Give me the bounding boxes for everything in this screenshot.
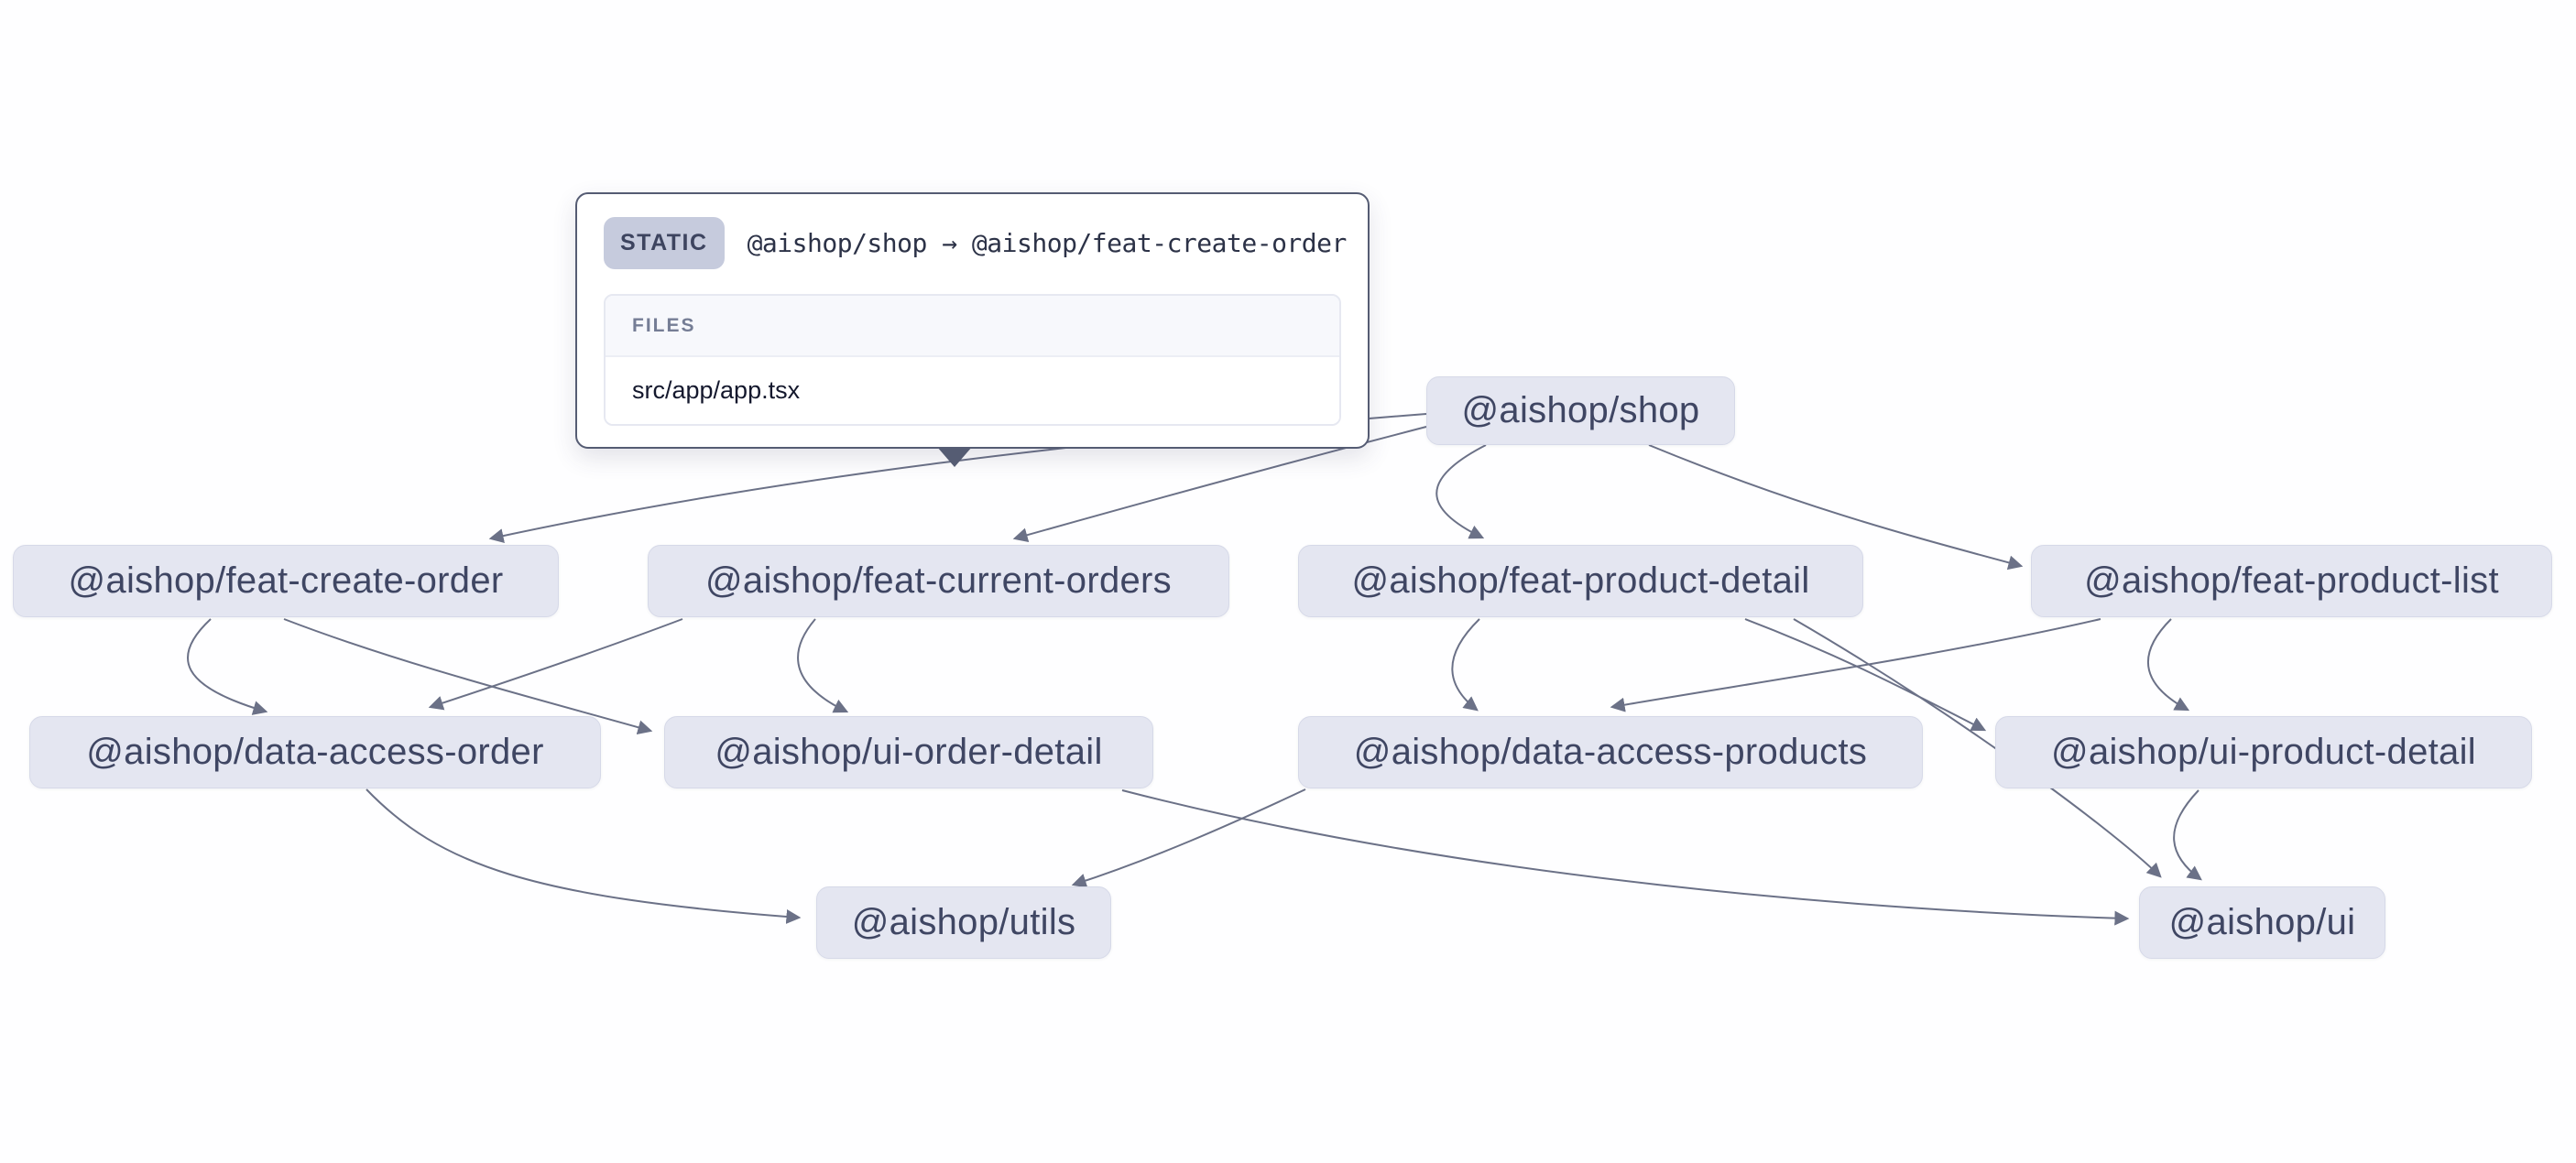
file-row: src/app/app.tsx xyxy=(606,357,1339,424)
graph-node-ui[interactable]: @aishop/ui xyxy=(2139,886,2385,959)
edge-ui-order-detail-to-ui[interactable] xyxy=(1121,789,2130,926)
graph-node-feat-create-order[interactable]: @aishop/feat-create-order xyxy=(13,545,559,617)
graph-node-feat-product-list[interactable]: @aishop/feat-product-list xyxy=(2031,545,2552,617)
files-panel-header: FILES xyxy=(606,296,1339,357)
graph-node-shop[interactable]: @aishop/shop xyxy=(1426,376,1735,445)
graph-node-ui-order-detail[interactable]: @aishop/ui-order-detail xyxy=(664,716,1153,788)
graph-node-feat-current-orders[interactable]: @aishop/feat-current-orders xyxy=(648,545,1229,617)
edge-tooltip-title: @aishop/shop → @aishop/feat-create-order xyxy=(747,228,1348,258)
files-list: src/app/app.tsx xyxy=(606,357,1339,424)
graph-node-data-access-products[interactable]: @aishop/data-access-products xyxy=(1298,716,1923,788)
edge-tooltip: STATIC @aishop/shop → @aishop/feat-creat… xyxy=(575,192,1370,467)
graph-node-ui-product-detail[interactable]: @aishop/ui-product-detail xyxy=(1995,716,2532,788)
edge-type-badge: STATIC xyxy=(604,217,725,269)
edge-ui-product-detail-to-ui[interactable] xyxy=(2173,789,2202,881)
edge-feat-create-order-to-ui-order-detail[interactable] xyxy=(283,618,653,734)
graph-node-utils[interactable]: @aishop/utils xyxy=(816,886,1111,959)
tooltip-header: STATIC @aishop/shop → @aishop/feat-creat… xyxy=(604,217,1347,269)
graph-node-feat-product-detail[interactable]: @aishop/feat-product-detail xyxy=(1298,545,1863,617)
edge-feat-current-orders-to-data-access-order[interactable] xyxy=(428,618,683,711)
graph-node-data-access-order[interactable]: @aishop/data-access-order xyxy=(29,716,601,788)
edge-feat-product-detail-to-ui-product-detail[interactable] xyxy=(1744,618,1987,732)
edge-data-access-order-to-utils[interactable] xyxy=(366,788,802,924)
files-panel: FILES src/app/app.tsx xyxy=(604,294,1341,426)
edge-shop-to-feat-product-detail[interactable] xyxy=(1435,444,1487,539)
edge-shop-to-feat-product-list[interactable] xyxy=(1648,444,2024,571)
edge-data-access-products-to-utils[interactable] xyxy=(1071,788,1306,888)
edge-feat-product-list-to-data-access-products[interactable] xyxy=(1610,618,2101,712)
edge-feat-create-order-to-data-access-order[interactable] xyxy=(186,618,268,715)
edge-feat-product-detail-to-data-access-products[interactable] xyxy=(1451,618,1480,712)
edge-feat-current-orders-to-ui-order-detail[interactable] xyxy=(797,618,849,713)
tooltip-pointer-icon xyxy=(937,447,972,467)
edge-feat-product-list-to-ui-product-detail[interactable] xyxy=(2147,618,2190,712)
